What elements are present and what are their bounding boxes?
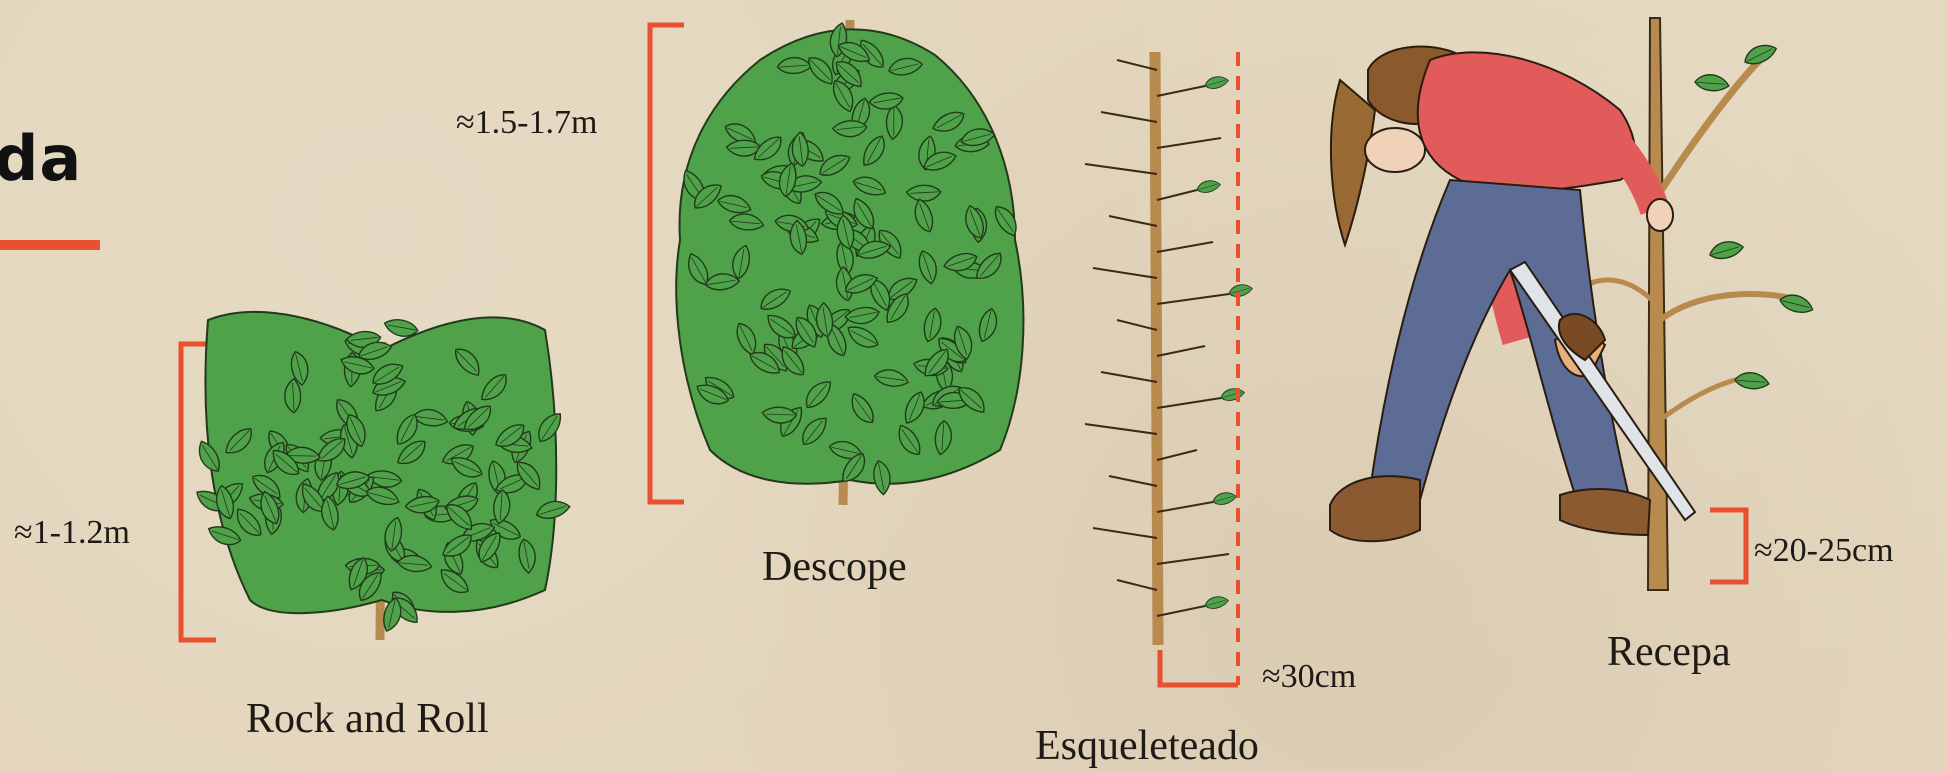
- branch-stub: [1157, 606, 1205, 616]
- branch-stub: [1157, 86, 1205, 96]
- esqueleteado-label: Esqueleteado: [1035, 722, 1259, 770]
- branch-stub: [1157, 554, 1229, 564]
- recepa-measure: ≈20-25cm: [1754, 532, 1894, 570]
- branch-stub: [1093, 528, 1157, 538]
- branch-stub: [1157, 398, 1221, 408]
- branch-stub: [1157, 502, 1213, 512]
- branch-stub: [1157, 294, 1229, 304]
- leaf-icon: [1228, 283, 1253, 298]
- recepa-scene: [1330, 18, 1815, 590]
- esqueleteado-measure: ≈30cm: [1262, 658, 1356, 696]
- branch-stub: [1093, 268, 1157, 278]
- branch-stub: [1117, 580, 1157, 590]
- branch-stub: [1109, 476, 1157, 486]
- descope-label: Descope: [762, 543, 907, 591]
- descope-measure: ≈1.5-1.7m: [456, 104, 597, 142]
- branch-stub: [1157, 346, 1205, 356]
- leaf-icon: [1204, 595, 1229, 610]
- esqueleteado-tree: [1085, 52, 1253, 685]
- rock-and-roll-bush: [193, 312, 571, 640]
- branch-stub: [1157, 450, 1197, 460]
- descope-tree: [676, 20, 1023, 505]
- rock-and-roll-label: Rock and Roll: [246, 695, 489, 743]
- branch-stub: [1085, 424, 1157, 434]
- branch-stub: [1157, 138, 1221, 148]
- rock-and-roll-measure: ≈1-1.2m: [14, 514, 130, 552]
- branch-stub: [1085, 164, 1157, 174]
- leaf-icon: [1212, 491, 1237, 506]
- branch-stub: [1109, 216, 1157, 226]
- leaf-icon: [1196, 179, 1221, 194]
- leaf-icon: [1220, 387, 1245, 402]
- leaf-icon: [1204, 75, 1229, 90]
- branch-stub: [1101, 112, 1157, 122]
- recepa-label: Recepa: [1607, 628, 1731, 676]
- branch-stub: [1157, 242, 1213, 252]
- branch-stub: [1157, 190, 1197, 200]
- branch-stub: [1101, 372, 1157, 382]
